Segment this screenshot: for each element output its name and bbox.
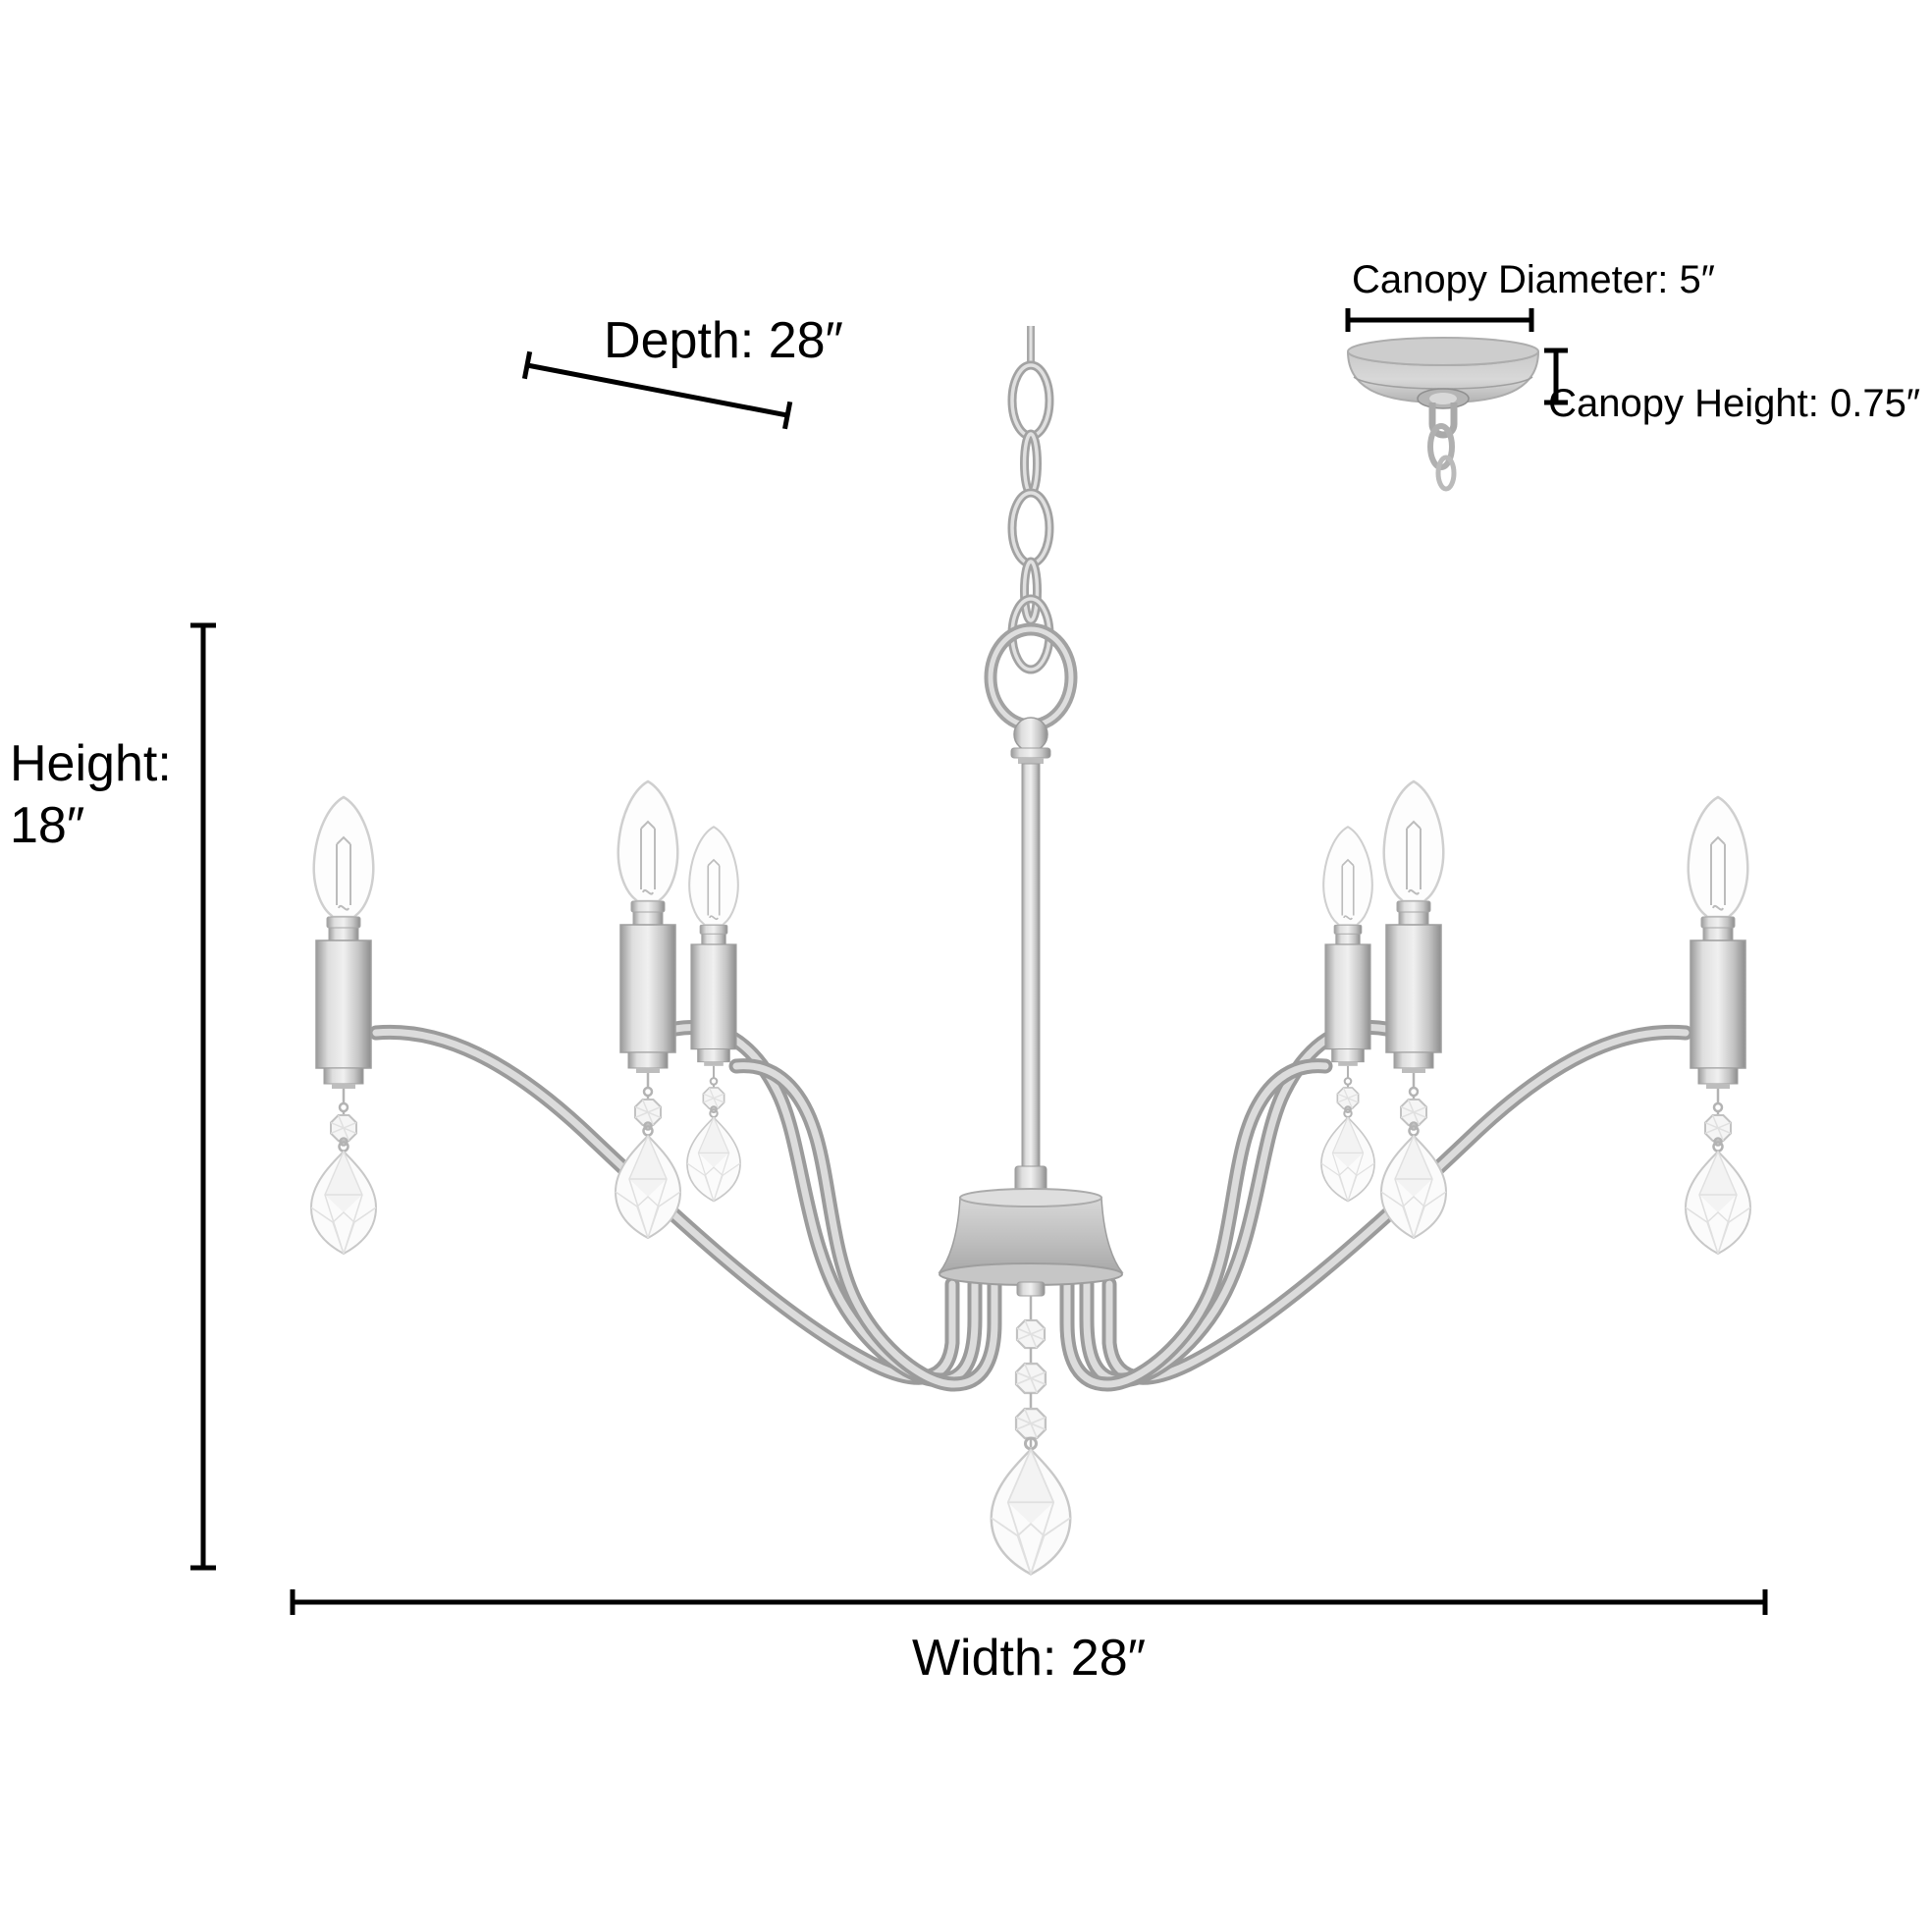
- depth-label: Depth: 28″: [604, 312, 843, 369]
- depth-dimension: Depth: 28″: [521, 312, 843, 430]
- width-dimension: Width: 28″: [290, 1589, 1768, 1687]
- candle-left-rear: [687, 827, 740, 1201]
- canopy-diameter-label: Canopy Diameter: 5″: [1352, 258, 1715, 301]
- hanging-chain: [984, 326, 1078, 764]
- canopy-height-dimension: [1544, 348, 1568, 405]
- loop-ring: [984, 622, 1078, 732]
- height-label-line2: 18″: [10, 797, 84, 854]
- canopy-height-label: Canopy Height: 0.75″: [1548, 382, 1920, 425]
- candle-far-right: [1686, 797, 1750, 1254]
- ball-finial: [1013, 717, 1048, 752]
- canopy-detail: Canopy Diameter: 5″ Canopy Height: 0.75″: [1345, 258, 1920, 492]
- candle-left-front: [616, 781, 680, 1238]
- width-label: Width: 28″: [912, 1630, 1146, 1687]
- chandelier-illustration: [311, 326, 1750, 1576]
- center-crystal-strand: [990, 1281, 1072, 1576]
- height-dimension: Height: 18″: [10, 622, 216, 1571]
- candle-far-left: [311, 797, 376, 1254]
- canopy-diameter-dimension: [1345, 308, 1534, 332]
- candle-right-front: [1381, 781, 1446, 1238]
- candle-right-rear: [1321, 827, 1374, 1201]
- center-stem: [1021, 763, 1041, 1169]
- canopy-drawing: [1347, 337, 1539, 492]
- center-hub-cup: [938, 1188, 1124, 1286]
- height-label-line1: Height:: [10, 735, 172, 792]
